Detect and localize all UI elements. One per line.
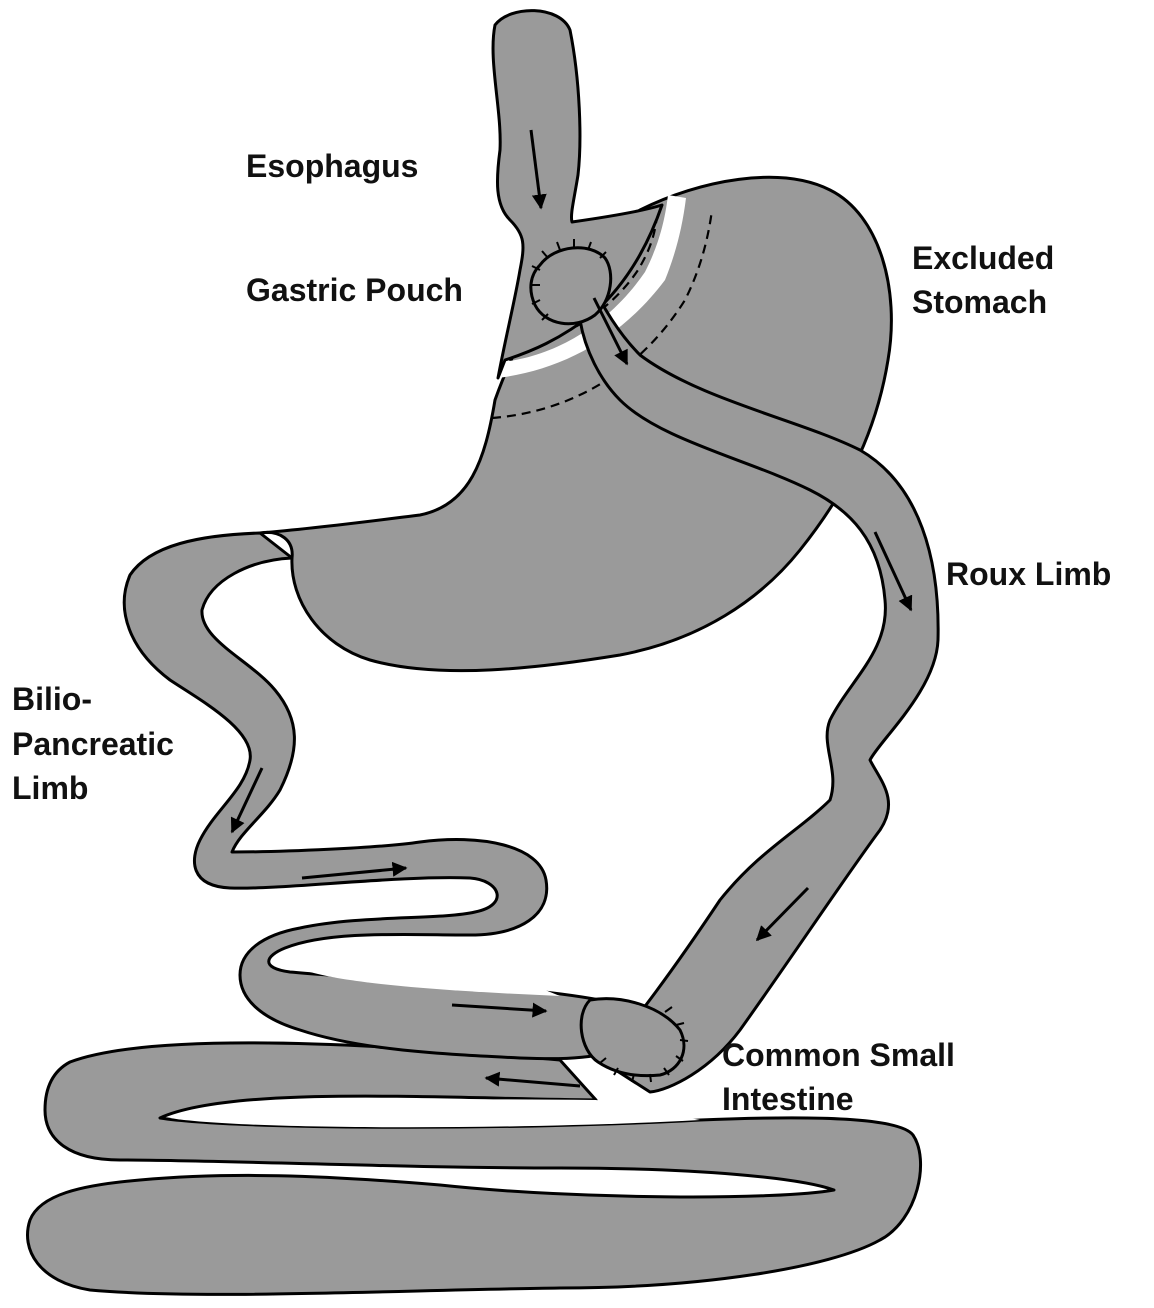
label-bilio-1: Bilio- [12,677,92,721]
label-common-2: Intestine [722,1077,854,1121]
label-gastric-pouch: Gastric Pouch [246,268,463,312]
label-esophagus: Esophagus [246,144,418,188]
label-roux-limb: Roux Limb [946,552,1111,596]
label-excluded-stomach-1: Excluded [912,236,1054,280]
lower-intestine-gap [170,1099,700,1127]
label-bilio-3: Limb [12,766,88,810]
label-common-1: Common Small [722,1033,955,1077]
label-bilio-2: Pancreatic [12,722,174,766]
label-excluded-stomach-2: Stomach [912,280,1047,324]
